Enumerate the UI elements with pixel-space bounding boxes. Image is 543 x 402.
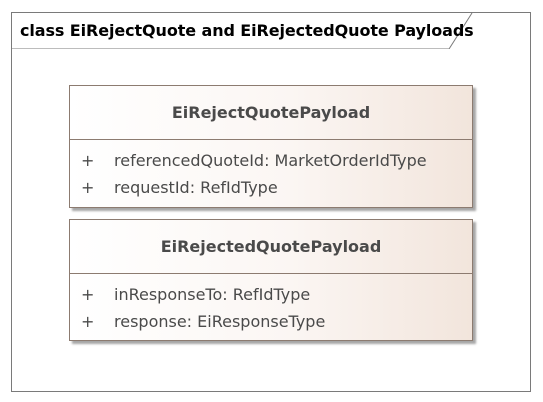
attribute-row[interactable]: + response: EiResponseType	[70, 308, 472, 335]
attribute-row[interactable]: + referencedQuoteId: MarketOrderIdType	[70, 147, 472, 174]
visibility-marker: +	[81, 178, 95, 197]
attribute-text: referencedQuoteId: MarketOrderIdType	[114, 151, 427, 170]
attribute-text: requestId: RefIdType	[114, 178, 278, 197]
attribute-compartment: + referencedQuoteId: MarketOrderIdType +…	[70, 140, 472, 201]
class-eirejectedquotepayload[interactable]: EiRejectedQuotePayload + inResponseTo: R…	[69, 219, 473, 341]
class-name: EiRejectedQuotePayload	[70, 220, 472, 274]
class-eirejectquotepayload[interactable]: EiRejectQuotePayload + referencedQuoteId…	[69, 85, 473, 208]
visibility-marker: +	[81, 312, 95, 331]
attribute-text: response: EiResponseType	[114, 312, 326, 331]
frame-title: class EiRejectQuote and EiRejectedQuote …	[20, 21, 474, 40]
attribute-row[interactable]: + inResponseTo: RefIdType	[70, 281, 472, 308]
attribute-row[interactable]: + requestId: RefIdType	[70, 174, 472, 201]
visibility-marker: +	[81, 151, 95, 170]
frame-tab-outline	[11, 12, 473, 49]
visibility-marker: +	[81, 285, 95, 304]
attribute-compartment: + inResponseTo: RefIdType + response: Ei…	[70, 274, 472, 335]
attribute-text: inResponseTo: RefIdType	[114, 285, 311, 304]
frame-title-tab: class EiRejectQuote and EiRejectedQuote …	[11, 12, 474, 49]
class-name: EiRejectQuotePayload	[70, 86, 472, 140]
